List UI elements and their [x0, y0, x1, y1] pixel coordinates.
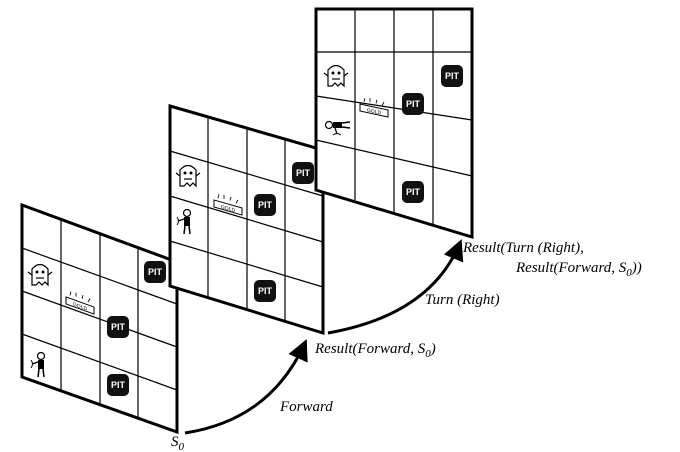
svg-text:PIT: PIT	[406, 99, 421, 109]
svg-text:GOLD: GOLD	[367, 108, 381, 117]
pit-icon: PIT	[254, 194, 276, 216]
gold-icon: GOLD	[359, 97, 389, 118]
turn-right-arrow	[327, 239, 464, 335]
svg-text:PIT: PIT	[148, 267, 163, 277]
svg-text:PIT: PIT	[258, 286, 273, 296]
label-result-turn-line1: Result(Turn (Right),	[462, 240, 584, 256]
gold-icon: GOLD	[213, 194, 243, 216]
svg-text:PIT: PIT	[406, 187, 421, 197]
pit-icon: PIT	[254, 280, 276, 302]
label-turn-right: Turn (Right)	[425, 292, 500, 308]
wumpus-icon	[27, 263, 53, 287]
pit-icon: PIT	[441, 65, 463, 87]
svg-text:PIT: PIT	[111, 380, 126, 390]
board-result-forward-grid	[169, 117, 324, 321]
forward-arrow	[184, 339, 308, 435]
svg-text:PIT: PIT	[445, 71, 460, 81]
pit-icon: PIT	[292, 162, 314, 184]
board-s0-grid	[21, 219, 178, 418]
label-result-forward: Result(Forward, S0)	[314, 341, 436, 360]
gold-icon: GOLD	[65, 291, 95, 315]
board-s0: GOLD PIT PIT PIT	[20, 202, 179, 435]
svg-text:PIT: PIT	[258, 200, 273, 210]
wumpus-icon	[323, 64, 349, 88]
board-result-turn-grid	[315, 9, 473, 224]
board-result-forward: GOLD PIT PIT PIT	[168, 104, 325, 336]
label-forward: Forward	[279, 399, 333, 415]
pit-icon: PIT	[402, 93, 424, 115]
pit-icon: PIT	[107, 374, 129, 396]
label-result-turn-line2: Result(Forward, S0))	[515, 260, 642, 279]
agent-icon	[324, 120, 351, 136]
board-result-turn: GOLD PIT PIT PIT	[314, 7, 474, 240]
wumpus-icon	[175, 164, 201, 188]
pit-icon: PIT	[107, 316, 129, 338]
label-s0: S0	[171, 434, 185, 452]
svg-text:PIT: PIT	[111, 322, 126, 332]
pit-icon: PIT	[402, 181, 424, 203]
pit-icon: PIT	[144, 261, 166, 283]
svg-text:GOLD: GOLD	[221, 204, 235, 214]
agent-icon	[176, 208, 192, 235]
svg-text:GOLD: GOLD	[73, 302, 87, 313]
agent-icon	[30, 351, 46, 378]
svg-text:PIT: PIT	[296, 168, 311, 178]
